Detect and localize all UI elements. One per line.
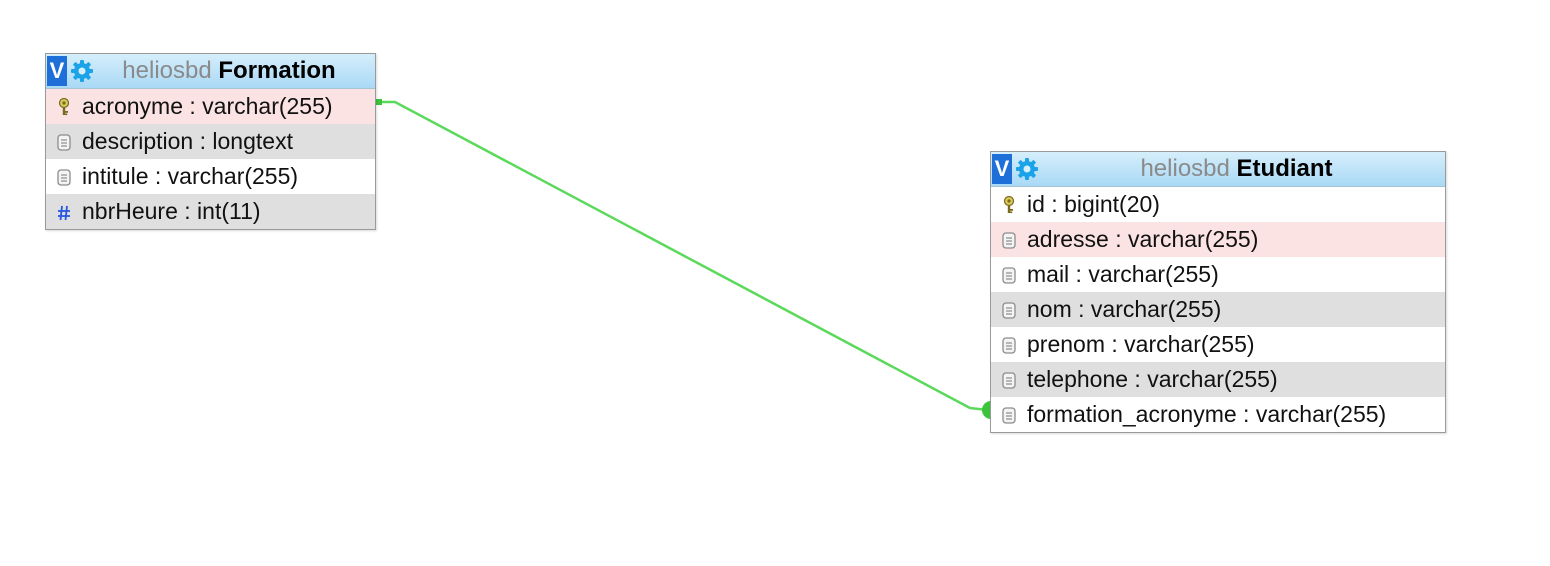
column-row[interactable]: id : bigint(20): [991, 187, 1445, 222]
database-name: heliosbd: [122, 57, 212, 84]
numeric-column-icon: [46, 202, 82, 222]
column-label: intitule : varchar(255): [82, 163, 299, 189]
toggle-columns-button[interactable]: V: [47, 56, 67, 86]
column-label: adresse : varchar(255): [1027, 226, 1259, 252]
column-row[interactable]: nom : varchar(255): [991, 292, 1445, 327]
column-row[interactable]: adresse : varchar(255): [991, 222, 1445, 257]
primary-key-icon: [46, 97, 82, 117]
table-formation[interactable]: V h: [45, 53, 376, 230]
column-label: nom : varchar(255): [1027, 296, 1222, 322]
column-label: nbrHeure : int(11): [82, 198, 261, 224]
column-row[interactable]: intitule : varchar(255): [46, 159, 375, 194]
database-name: heliosbd: [1140, 155, 1230, 182]
text-column-icon: [46, 132, 82, 152]
column-list: id : bigint(20) adresse : varchar(255) mai…: [991, 187, 1445, 432]
table-etudiant[interactable]: V h: [990, 151, 1446, 433]
table-header[interactable]: V h: [46, 54, 375, 89]
primary-key-icon: [991, 195, 1027, 215]
text-column-icon: [991, 300, 1027, 320]
table-header[interactable]: V h: [991, 152, 1445, 187]
column-label: acronyme : varchar(255): [82, 93, 333, 119]
column-label: formation_acronyme : varchar(255): [1027, 401, 1387, 427]
text-column-icon: [991, 265, 1027, 285]
column-row[interactable]: telephone : varchar(255): [991, 362, 1445, 397]
column-row[interactable]: description : longtext: [46, 124, 375, 159]
gear-icon[interactable]: [69, 56, 95, 86]
column-row[interactable]: prenom : varchar(255): [991, 327, 1445, 362]
text-column-icon: [991, 230, 1027, 250]
table-title[interactable]: heliosbd Formation: [95, 57, 375, 85]
column-row[interactable]: formation_acronyme : varchar(255): [991, 397, 1445, 432]
column-label: description : longtext: [82, 128, 293, 154]
text-column-icon: [991, 370, 1027, 390]
text-column-icon: [46, 167, 82, 187]
column-label: id : bigint(20): [1027, 191, 1160, 217]
table-name: Formation: [218, 57, 336, 84]
toggle-columns-button[interactable]: V: [992, 154, 1012, 184]
relation-start-marker: [376, 99, 382, 105]
text-column-icon: [991, 335, 1027, 355]
text-column-icon: [991, 405, 1027, 425]
column-list: acronyme : varchar(255) description : lon…: [46, 89, 375, 229]
gear-icon[interactable]: [1014, 154, 1040, 184]
column-label: telephone : varchar(255): [1027, 366, 1278, 392]
table-name: Etudiant: [1236, 155, 1333, 182]
table-title[interactable]: heliosbd Etudiant: [1040, 155, 1445, 183]
column-row[interactable]: mail : varchar(255): [991, 257, 1445, 292]
column-label: mail : varchar(255): [1027, 261, 1219, 287]
column-row[interactable]: nbrHeure : int(11): [46, 194, 375, 229]
column-label: prenom : varchar(255): [1027, 331, 1255, 357]
column-row[interactable]: acronyme : varchar(255): [46, 89, 375, 124]
relation-line-formation-etudiant[interactable]: [381, 100, 989, 412]
